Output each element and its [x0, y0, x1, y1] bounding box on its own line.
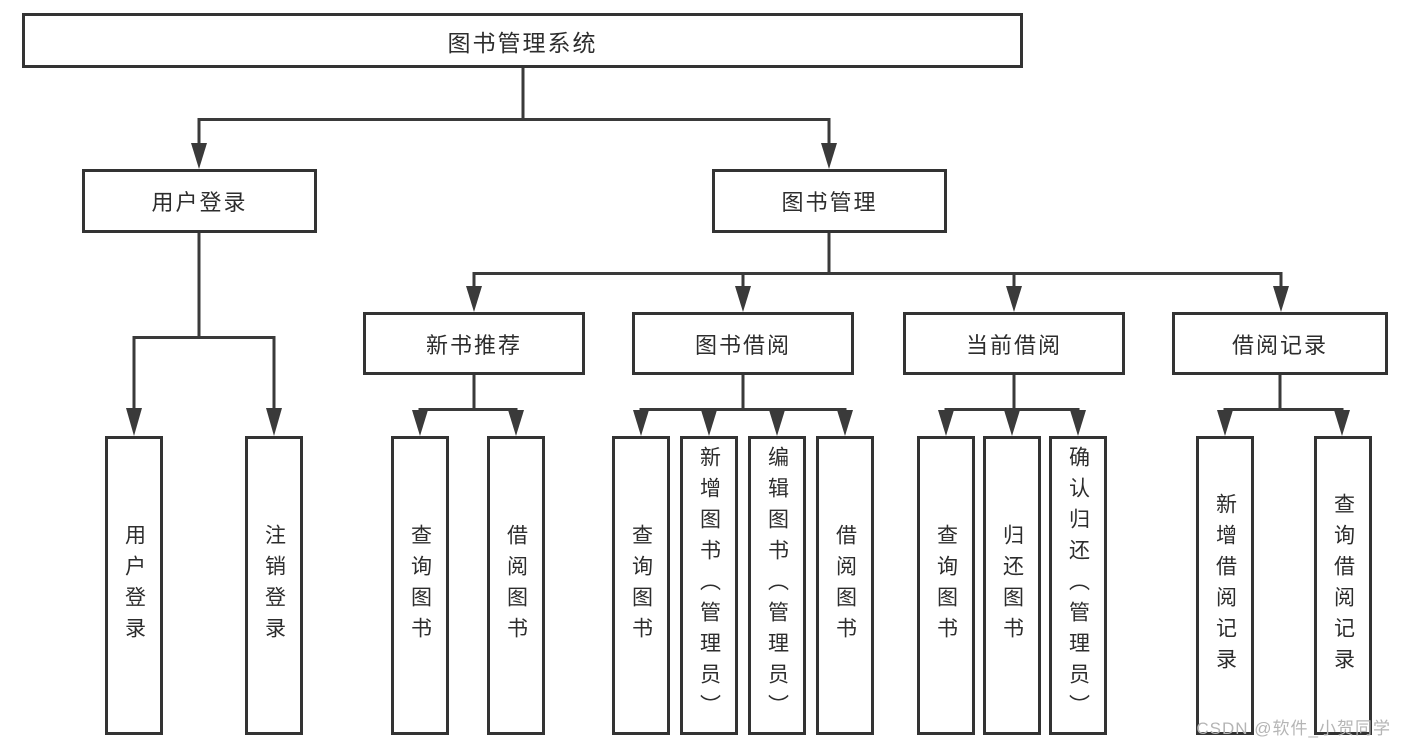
leaf-label: 注销登录: [262, 523, 286, 648]
arrowhead: [1334, 410, 1350, 436]
arrowhead: [508, 410, 524, 436]
wire-userlogin-bracket: [132, 233, 276, 412]
arrowhead: [837, 410, 853, 436]
leaf-label: 新增图书（管理员）: [697, 446, 721, 725]
arrowhead: [126, 408, 142, 436]
node-book-borrow: 图书借阅: [632, 312, 854, 375]
leaf-label: 查询借阅记录: [1331, 492, 1355, 679]
node-current-borrow: 当前借阅: [903, 312, 1125, 375]
arrowhead: [1273, 286, 1289, 312]
csdn-watermark: CSDN @软件_小贺同学: [1196, 719, 1391, 738]
node-leaf-return-books: 归还图书: [983, 436, 1041, 735]
node-book-management: 图书管理: [712, 169, 947, 233]
arrowhead: [191, 143, 207, 169]
arrowhead: [1006, 286, 1022, 312]
arrowhead: [821, 143, 837, 169]
node-leaf-add-books-admin: 新增图书（管理员）: [680, 436, 738, 735]
node-leaf-logout: 注销登录: [245, 436, 303, 735]
leaf-label: 新增借阅记录: [1213, 492, 1237, 679]
node-root-library-management-system: 图书管理系统: [22, 13, 1023, 68]
arrowhead: [466, 286, 482, 312]
leaf-label: 查询图书: [934, 523, 958, 648]
leaf-label: 编辑图书（管理员）: [765, 446, 789, 725]
node-borrow-records: 借阅记录: [1172, 312, 1388, 375]
arrowhead: [938, 410, 954, 436]
node-leaf-query-books-2: 查询图书: [612, 436, 670, 735]
leaf-label: 确认归还（管理员）: [1066, 446, 1090, 725]
node-leaf-user-login: 用户登录: [105, 436, 163, 735]
arrowhead: [701, 410, 717, 436]
arrowhead: [1217, 410, 1233, 436]
leaf-label: 归还图书: [1000, 523, 1024, 648]
leaf-label: 借阅图书: [833, 523, 857, 648]
arrowhead: [735, 286, 751, 312]
wire-bookmgmt-bracket: [472, 233, 1283, 290]
node-leaf-query-borrow-record: 查询借阅记录: [1314, 436, 1372, 735]
node-leaf-query-books-1: 查询图书: [391, 436, 449, 735]
node-user-login: 用户登录: [82, 169, 317, 233]
node-leaf-borrow-books-2: 借阅图书: [816, 436, 874, 735]
node-leaf-borrow-books-1: 借阅图书: [487, 436, 545, 735]
leaf-label: 用户登录: [122, 523, 146, 648]
wire-newbook-bracket: [418, 375, 518, 414]
wire-level1-bracket: [197, 118, 831, 147]
leaf-label: 借阅图书: [504, 523, 528, 648]
arrowhead: [412, 410, 428, 436]
wire-bookborrow-bracket: [639, 375, 847, 414]
arrowhead: [1070, 410, 1086, 436]
leaf-label: 查询图书: [408, 523, 432, 648]
arrowhead: [1004, 410, 1020, 436]
node-leaf-query-books-3: 查询图书: [917, 436, 975, 735]
node-leaf-add-borrow-record: 新增借阅记录: [1196, 436, 1254, 735]
arrowhead: [769, 410, 785, 436]
arrowhead: [266, 408, 282, 436]
arrowhead: [633, 410, 649, 436]
node-new-book-recommend: 新书推荐: [363, 312, 585, 375]
node-leaf-confirm-return-admin: 确认归还（管理员）: [1049, 436, 1107, 735]
wire-currentborrow-bracket: [944, 375, 1080, 414]
leaf-label: 查询图书: [629, 523, 653, 648]
node-leaf-edit-books-admin: 编辑图书（管理员）: [748, 436, 806, 735]
wire-borrowrecords-bracket: [1223, 375, 1344, 414]
